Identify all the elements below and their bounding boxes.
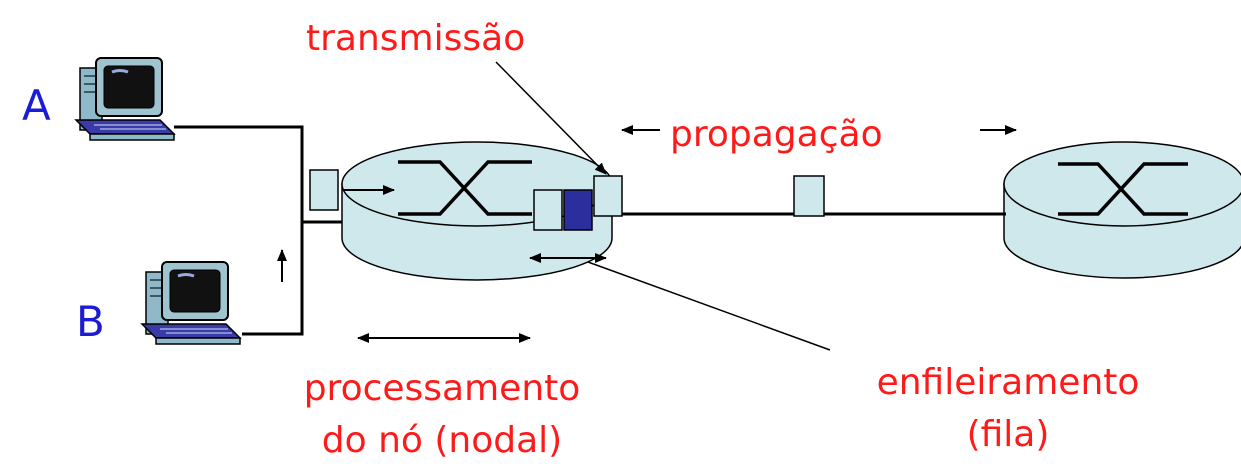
- queueing-pointer: [587, 261, 831, 351]
- desktop-computer-icon: [140, 260, 242, 346]
- host-b-label: B: [76, 297, 105, 346]
- queued-packet-icon: [533, 189, 563, 231]
- processing-label-line1: processamento: [304, 368, 581, 409]
- desktop-computer-icon: [74, 56, 176, 142]
- propagating-packet-icon: [793, 175, 825, 217]
- router-2: [1003, 141, 1241, 279]
- link-b: [242, 212, 304, 336]
- packet-icon: [309, 169, 339, 211]
- link-a: [174, 125, 304, 228]
- queueing-label-line2: (fila): [967, 414, 1050, 455]
- queueing-label-line1: enfileiramento: [877, 362, 1140, 403]
- transmission-pointer: [495, 61, 607, 175]
- queued-packet-icon: [563, 189, 593, 231]
- host-b: B: [76, 260, 242, 346]
- processing-label-line2: do nó (nodal): [322, 420, 562, 461]
- propagation-label: propagação: [670, 114, 883, 155]
- transmitting-packet-icon: [593, 175, 623, 217]
- host-a: A: [22, 56, 176, 142]
- transmission-label: transmissão: [306, 18, 525, 59]
- host-a-label: A: [22, 81, 51, 130]
